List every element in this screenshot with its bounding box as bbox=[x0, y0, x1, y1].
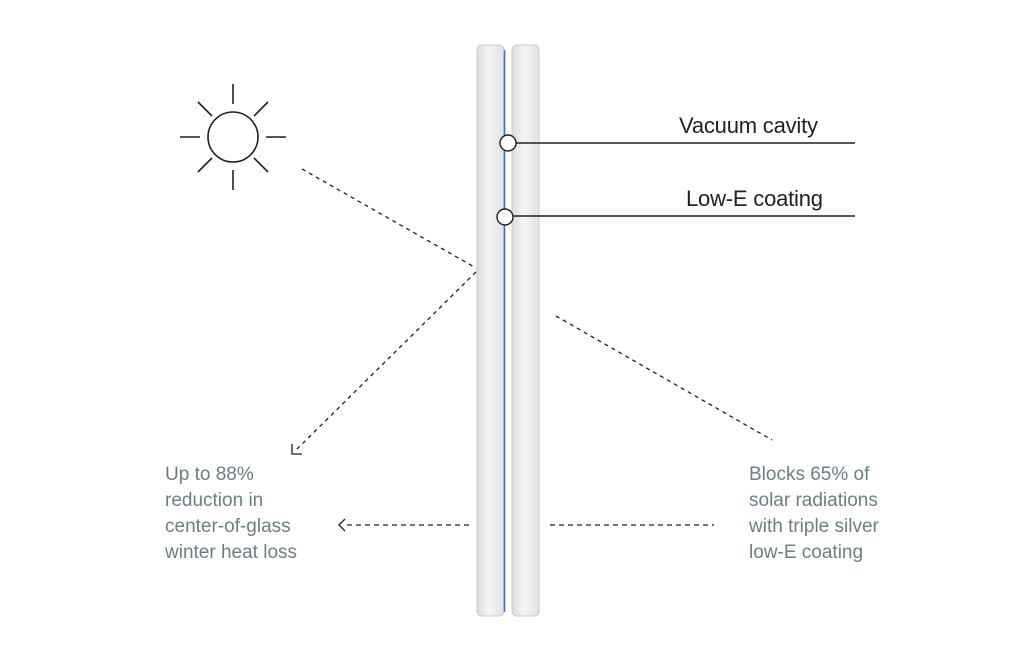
heat-loss-line: reduction in bbox=[165, 490, 264, 511]
vacuum-cavity-label: Vacuum cavity bbox=[679, 113, 818, 138]
heat-loss-line: Up to 88% bbox=[165, 464, 254, 485]
reflected-ray-arrowhead bbox=[291, 444, 302, 455]
heat-loss-line: winter heat loss bbox=[165, 542, 298, 563]
transmitted-ray bbox=[555, 315, 773, 441]
solar-block-line: low-E coating bbox=[749, 542, 864, 563]
heat-loss-arrowhead bbox=[338, 518, 346, 532]
reflected-ray bbox=[293, 271, 477, 453]
low-e-coating-label: Low-E coating bbox=[686, 186, 823, 211]
incoming-ray bbox=[301, 168, 477, 269]
solar-block-line: solar radiations bbox=[749, 490, 878, 511]
solar-block-stat: Blocks 65% of solar radiations with trip… bbox=[749, 462, 879, 566]
inner-glass-pane bbox=[511, 44, 540, 617]
outer-glass-pane bbox=[476, 44, 505, 617]
solar-block-line: with triple silver bbox=[749, 516, 879, 537]
heat-loss-stat: Up to 88% reduction in center-of-glass w… bbox=[165, 462, 297, 566]
sun-icon bbox=[180, 84, 286, 190]
heat-loss-line: center-of-glass bbox=[165, 516, 291, 537]
solar-block-line: Blocks 65% of bbox=[749, 464, 870, 485]
vacuum-cavity-marker bbox=[499, 134, 517, 152]
low-e-coating-marker bbox=[496, 208, 514, 226]
